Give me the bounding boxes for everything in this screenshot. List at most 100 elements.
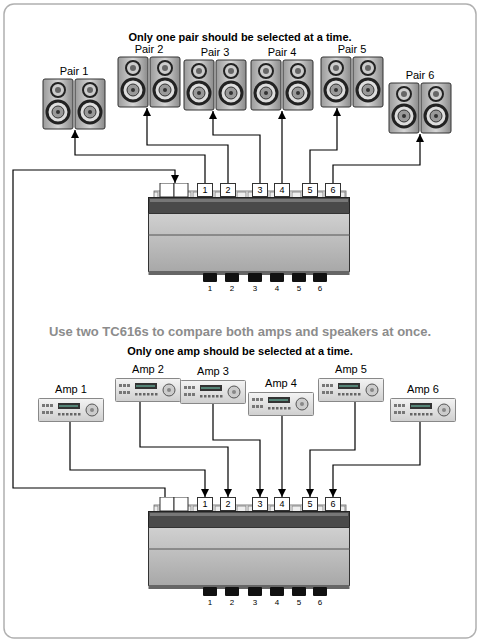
amp-label: Amp 4 (248, 376, 314, 390)
amplifier-icon-part (391, 399, 456, 422)
switch-node: 123456123456 (148, 183, 350, 299)
amplifier-icon-part (410, 403, 432, 409)
speaker-pair-icon-part (333, 65, 339, 71)
switch-housing-part (313, 273, 327, 282)
amplifier-icon-part (330, 391, 333, 394)
amplifier-icon-part (394, 404, 397, 407)
amplifier-icon-part (252, 405, 255, 408)
amplifier-icon-part (268, 397, 290, 403)
speaker-pair-icon-part (228, 68, 234, 74)
speaker-pair-icon-part (52, 106, 64, 118)
amplifier-icon-part (59, 406, 78, 407)
speaker-pair-icon-part (229, 91, 233, 95)
usage-note: Use two TC616s to compare both amps and … (49, 324, 431, 339)
amplifier-icon-part (184, 386, 187, 389)
switch-housing-part (149, 198, 350, 214)
speaker-pair-icon-part (365, 65, 371, 71)
switch-housing-part (160, 183, 174, 197)
term-node: 4 (274, 183, 290, 197)
switch-housing-part (160, 497, 174, 511)
amplifier-icon-part (42, 411, 45, 414)
switch-housing-part (203, 587, 217, 596)
pair-node: Pair 6 (388, 68, 452, 134)
amplifier-icon-part (188, 393, 191, 396)
speaker-pair-icon-part (398, 110, 410, 122)
pair-node: Pair 5 (320, 42, 384, 108)
amplifier-icon-part (46, 411, 49, 414)
frame-border (4, 4, 476, 638)
amplifier-icon-part (86, 404, 98, 416)
amplifier-icon-part (346, 393, 349, 396)
switch-housing-part (270, 273, 284, 282)
pair-label: Pair 6 (388, 68, 452, 82)
speaker-pair-icon-part (220, 82, 242, 104)
amplifier-icon-part (228, 386, 240, 398)
amplifier-icon-part (58, 403, 80, 409)
speaker-pair-icon-part (193, 87, 205, 99)
speaker-pair-icon-part (75, 79, 105, 129)
term-node: 2 (220, 497, 236, 511)
terminal-number: 4 (275, 498, 289, 510)
switch-housing-part (150, 199, 348, 202)
pair-node: Pair 2 (117, 42, 181, 108)
speaker-pair-icon-part (325, 79, 347, 101)
amplifier-icon-part (201, 388, 220, 389)
speaker-pair-icon-part (159, 84, 171, 96)
terminal-number: 2 (221, 184, 235, 196)
amplifier-icon-part (127, 391, 130, 394)
pair-label: Pair 5 (320, 42, 384, 56)
usage-note-row: Use two TC616s to compare both amps and … (0, 322, 480, 340)
amplifier-icon-part (330, 384, 333, 387)
amplifier-icon-part (58, 413, 61, 416)
cable-connector (213, 404, 260, 497)
cable-connector (147, 108, 228, 183)
speaker-pair-icon-part (401, 91, 407, 97)
amplifier-icon-part (90, 408, 94, 412)
amp-label: Amp 2 (115, 362, 181, 376)
amplifier-icon-part (184, 393, 187, 396)
speaker-pair-icon-part (425, 105, 447, 127)
amplifier-icon-part (116, 379, 181, 402)
amplifier-icon (115, 378, 181, 402)
term-node: 2 (220, 183, 236, 197)
button-number: 1 (203, 284, 217, 294)
amplifier-icon-part (418, 413, 421, 416)
amplifier-icon-part (411, 406, 430, 407)
cable-connector (333, 134, 420, 183)
speaker-pair-icon-part (264, 91, 268, 95)
amplifier-icon-part (322, 384, 325, 387)
button-number: 2 (225, 598, 239, 608)
speaker-pair-icon (250, 59, 314, 111)
amp-node: Amp 3 (180, 364, 246, 404)
speaker-pair-icon-part (260, 87, 272, 99)
amplifier-icon-part (200, 385, 222, 391)
switch-housing-part (149, 214, 350, 272)
selection-note: Only one amp should be selected at a tim… (127, 345, 353, 357)
amp-label: Amp 6 (390, 382, 456, 396)
amplifier-icon-part (260, 405, 263, 408)
speaker-pair-icon-part (357, 79, 379, 101)
speaker-pair-icon-part (126, 61, 140, 75)
amplifier-icon-part (119, 384, 122, 387)
cable-connector (70, 422, 205, 497)
button-number: 3 (248, 598, 262, 608)
amplifier-icon-part (366, 384, 378, 396)
pair-label: Pair 1 (42, 64, 106, 78)
speaker-pair-icon-part (197, 91, 201, 95)
button-number-row: 123456 (148, 598, 350, 608)
amplifier-icon-part (438, 404, 450, 416)
cable-connector (281, 111, 282, 183)
amplifier-icon-part (119, 391, 122, 394)
selection-note-row: Only one amp should be selected at a tim… (0, 341, 480, 359)
speaker-pair-icon-part (330, 84, 342, 96)
amplifier-icon-part (163, 384, 175, 396)
amplifier-icon-part (74, 413, 77, 416)
speaker-pair-icon-part (56, 110, 60, 114)
button-number: 1 (203, 598, 217, 608)
amplifier-icon-part (358, 393, 361, 396)
speaker-pair-icon-part (283, 60, 313, 110)
speaker-pair-icon-part (162, 65, 168, 71)
amplifier-icon-part (70, 413, 73, 416)
amplifier-icon-part (200, 395, 203, 398)
speaker-pair-icon-part (263, 68, 269, 74)
